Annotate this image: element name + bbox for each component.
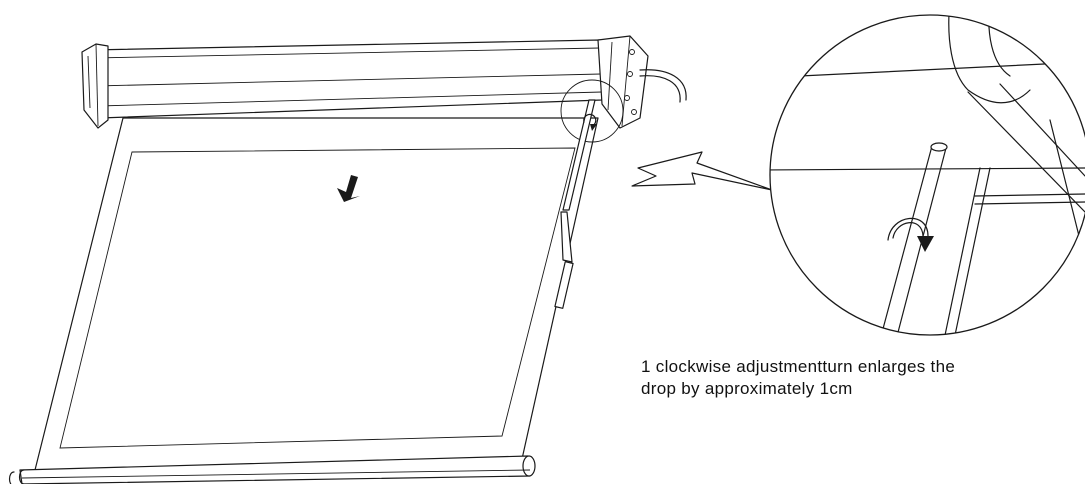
housing-front	[89, 39, 603, 119]
bottom-bar	[8, 455, 536, 484]
power-cable	[639, 69, 687, 101]
screen-viewing-area	[59, 147, 576, 449]
clockwise-arrow-icon	[892, 222, 924, 239]
down-arrow-icon	[337, 175, 360, 202]
adjustment-rod	[554, 99, 597, 309]
screen-housing	[81, 35, 687, 143]
zoom-arrow-icon	[631, 151, 773, 191]
adjustment-caption: 1 clockwise adjustmentturn enlarges the …	[641, 356, 1085, 400]
detail-magnifier	[769, 14, 1085, 336]
caption-line-1: 1 clockwise adjustmentturn enlarges the	[641, 357, 956, 376]
housing-left-endcap	[81, 43, 109, 129]
small-rotation-arrow	[583, 113, 597, 127]
detail-marker-circle	[560, 79, 624, 143]
caption-line-2: drop by approximately 1cm	[641, 379, 853, 398]
screen-fabric	[34, 117, 599, 471]
screen-outer-border	[34, 117, 599, 471]
detail-circle	[769, 14, 1085, 336]
